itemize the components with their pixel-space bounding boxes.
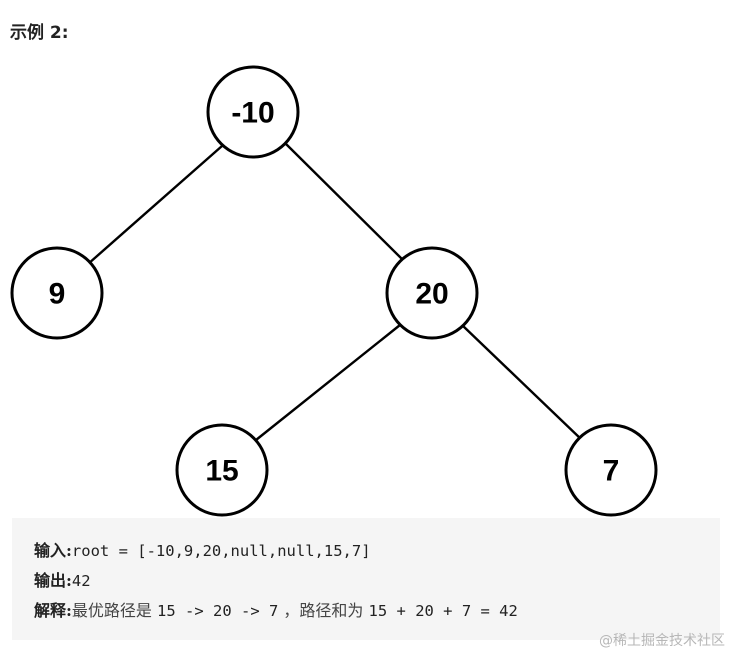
- input-line: 输入:root = [-10,9,20,null,null,15,7]: [34, 536, 720, 566]
- node-circle: [175, 423, 269, 517]
- edge-root-right: [284, 142, 406, 263]
- node-circle: [564, 423, 658, 517]
- tree-node-root: -10: [206, 65, 300, 159]
- explanation-text-1: 最优路径是: [71, 601, 158, 620]
- edge-20-right: [461, 324, 583, 441]
- tree-node-left-leaf: 9: [10, 246, 104, 340]
- binary-tree-diagram: -10 9 20 15 7: [10, 65, 658, 517]
- explanation-line: 解释:最优路径是 15 -> 20 -> 7 ，路径和为 15 + 20 + 7…: [34, 596, 720, 626]
- node-circle: [385, 246, 479, 340]
- node-label: 9: [49, 278, 66, 311]
- input-label: 输入:: [34, 541, 72, 560]
- tree-node-right: 20: [385, 246, 479, 340]
- explanation-sum: 15 + 20 + 7 = 42: [368, 602, 518, 620]
- output-label: 输出:: [34, 571, 72, 590]
- output-line: 输出:42: [34, 566, 720, 596]
- tree-node-right-left: 15: [175, 423, 269, 517]
- node-label: 7: [603, 455, 620, 488]
- tree-node-right-right: 7: [564, 423, 658, 517]
- node-label: 20: [415, 278, 448, 311]
- explanation-text-2: ，路径和为: [278, 601, 369, 620]
- node-circle: [10, 246, 104, 340]
- edge-root-left: [87, 145, 223, 265]
- node-label: -10: [231, 97, 274, 130]
- explanation-path: 15 -> 20 -> 7: [157, 602, 279, 620]
- example-heading: 示例 2:: [10, 23, 69, 43]
- input-value: root = [-10,9,20,null,null,15,7]: [71, 542, 371, 560]
- node-circle: [206, 65, 300, 159]
- explanation-label: 解释:: [34, 601, 72, 620]
- node-label: 15: [205, 455, 238, 488]
- output-value: 42: [71, 572, 91, 590]
- example-code-block: 输入:root = [-10,9,20,null,null,15,7] 输出:4…: [12, 518, 720, 640]
- edge-20-left: [255, 324, 401, 441]
- watermark: @稀土掘金技术社区: [599, 633, 725, 649]
